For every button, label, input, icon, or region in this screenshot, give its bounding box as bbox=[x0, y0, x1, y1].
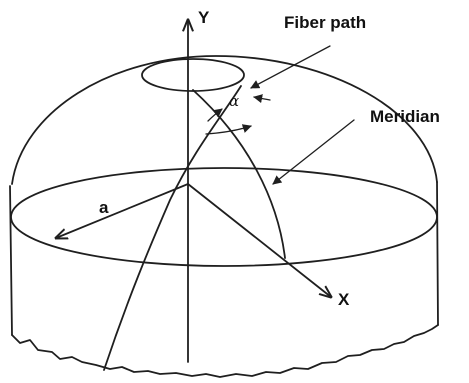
x-axis-label: X bbox=[338, 290, 350, 309]
radius-label: a bbox=[99, 198, 109, 217]
dome-outline bbox=[11, 55, 438, 185]
fiber-path-pointer bbox=[250, 45, 331, 89]
meridian-curve bbox=[192, 89, 286, 259]
alpha-sweep-arc bbox=[205, 124, 252, 135]
meridian-label: Meridian bbox=[370, 107, 440, 126]
equator-ellipse bbox=[10, 167, 438, 267]
fiber-path-curve bbox=[103, 85, 242, 371]
fiber-path-label: Fiber path bbox=[284, 13, 366, 32]
meridian-pointer bbox=[272, 119, 355, 185]
polar-opening bbox=[141, 58, 245, 92]
radius-line bbox=[56, 183, 189, 238]
alpha-angle-label: α bbox=[229, 92, 239, 110]
x-axis-line bbox=[187, 183, 331, 297]
y-axis-label: Y bbox=[198, 8, 210, 27]
cylinder-left-wall bbox=[9, 185, 13, 336]
alpha-arc-right bbox=[253, 94, 271, 104]
alpha-arc-left bbox=[207, 108, 223, 122]
cylinder-right-wall bbox=[436, 181, 439, 326]
cylinder-rough-bottom-edge bbox=[11, 324, 439, 378]
